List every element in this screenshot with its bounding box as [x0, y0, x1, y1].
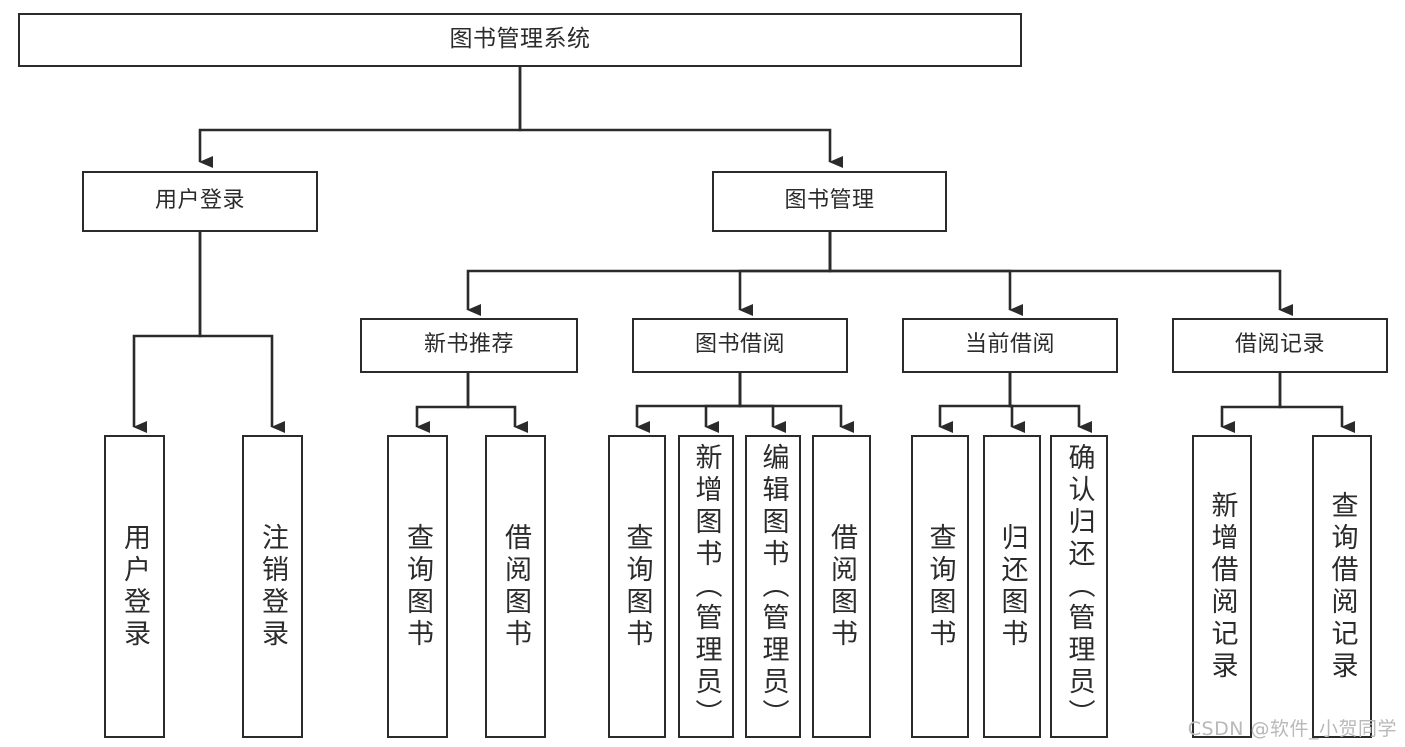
node-leaf-borrow-book-2-label: 借阅图书	[826, 522, 857, 651]
node-leaf-add-record-label: 新增借阅记录	[1206, 490, 1238, 683]
edge-current-borrow-to-leaf-confirm-return	[1008, 373, 1092, 433]
edge-borrow-record-to-leaf-query-record	[1278, 373, 1355, 433]
node-leaf-add-book-label: 新增图书（管理员）	[690, 443, 722, 731]
node-leaf-query-book-2[interactable]: 查询图书	[608, 435, 666, 738]
node-new-book-rec-label: 新书推荐	[423, 332, 514, 358]
edge-new-book-rec-to-leaf-borrow-book-1	[466, 373, 528, 433]
edge-borrow-record-to-leaf-add-record	[1220, 373, 1282, 433]
node-leaf-return-book[interactable]: 归还图书	[983, 435, 1041, 738]
node-book-manage[interactable]: 图书管理	[712, 171, 947, 232]
edge-root-to-book-manage	[518, 67, 843, 168]
edge-current-borrow-to-leaf-query-book-3	[938, 373, 1012, 433]
edge-book-borrow-to-leaf-add-book	[704, 373, 742, 433]
node-user-login-label: 用户登录	[154, 188, 245, 214]
edge-user-login-to-leaf-user-login	[132, 232, 202, 433]
edge-new-book-rec-to-leaf-query-book-1	[415, 373, 470, 433]
node-borrow-record[interactable]: 借阅记录	[1172, 318, 1388, 373]
node-leaf-add-record[interactable]: 新增借阅记录	[1192, 435, 1252, 738]
node-leaf-query-book-3[interactable]: 查询图书	[911, 435, 969, 738]
node-leaf-query-book-1[interactable]: 查询图书	[387, 435, 448, 738]
edge-book-manage-to-borrow-record	[828, 232, 1293, 316]
edge-book-borrow-to-leaf-query-book-2	[635, 373, 742, 433]
node-book-borrow[interactable]: 图书借阅	[632, 318, 848, 373]
node-new-book-rec[interactable]: 新书推荐	[360, 318, 578, 373]
node-leaf-return-book-label: 归还图书	[996, 522, 1028, 651]
node-leaf-query-book-3-label: 查询图书	[924, 522, 956, 651]
node-leaf-user-login[interactable]: 用户登录	[104, 435, 165, 738]
node-leaf-confirm-return-label: 确认归还（管理员）	[1063, 443, 1095, 731]
edge-root-to-user-login	[198, 67, 522, 168]
edge-book-manage-to-new-book-rec	[466, 232, 832, 316]
node-book-manage-label: 图书管理	[784, 188, 875, 214]
edge-current-borrow-to-leaf-return-book	[1008, 373, 1025, 433]
edge-book-manage-to-book-borrow	[738, 232, 832, 316]
node-root-label: 图书管理系统	[449, 26, 591, 53]
node-leaf-user-logout-label: 注销登录	[257, 522, 288, 651]
node-book-borrow-label: 图书借阅	[694, 332, 785, 358]
node-leaf-confirm-return[interactable]: 确认归还（管理员）	[1050, 435, 1108, 738]
node-user-login[interactable]: 用户登录	[82, 171, 318, 232]
edge-book-borrow-to-leaf-borrow-book-2	[738, 373, 854, 433]
node-leaf-borrow-book-1[interactable]: 借阅图书	[485, 435, 546, 738]
node-leaf-edit-book[interactable]: 编辑图书（管理员）	[745, 435, 801, 738]
node-root[interactable]: 图书管理系统	[18, 13, 1022, 67]
node-leaf-borrow-book-2[interactable]: 借阅图书	[812, 435, 871, 738]
node-current-borrow-label: 当前借阅	[964, 332, 1055, 358]
csdn-watermark: CSDN @软件_小贺同学	[1187, 718, 1397, 740]
node-leaf-query-book-1-label: 查询图书	[402, 522, 433, 651]
node-leaf-query-record-label: 查询借阅记录	[1326, 490, 1358, 683]
node-leaf-query-record[interactable]: 查询借阅记录	[1312, 435, 1372, 738]
node-current-borrow[interactable]: 当前借阅	[902, 318, 1118, 373]
node-leaf-edit-book-label: 编辑图书（管理员）	[757, 443, 789, 731]
node-leaf-user-logout[interactable]: 注销登录	[242, 435, 303, 738]
edge-book-manage-to-current-borrow	[828, 232, 1023, 316]
node-leaf-add-book[interactable]: 新增图书（管理员）	[678, 435, 734, 738]
node-borrow-record-label: 借阅记录	[1234, 332, 1325, 358]
node-leaf-borrow-book-1-label: 借阅图书	[500, 522, 531, 651]
edge-user-login-to-leaf-user-logout	[198, 232, 285, 433]
node-leaf-query-book-2-label: 查询图书	[621, 522, 653, 651]
node-leaf-user-login-label: 用户登录	[119, 522, 150, 651]
edge-book-borrow-to-leaf-edit-book	[738, 373, 786, 433]
